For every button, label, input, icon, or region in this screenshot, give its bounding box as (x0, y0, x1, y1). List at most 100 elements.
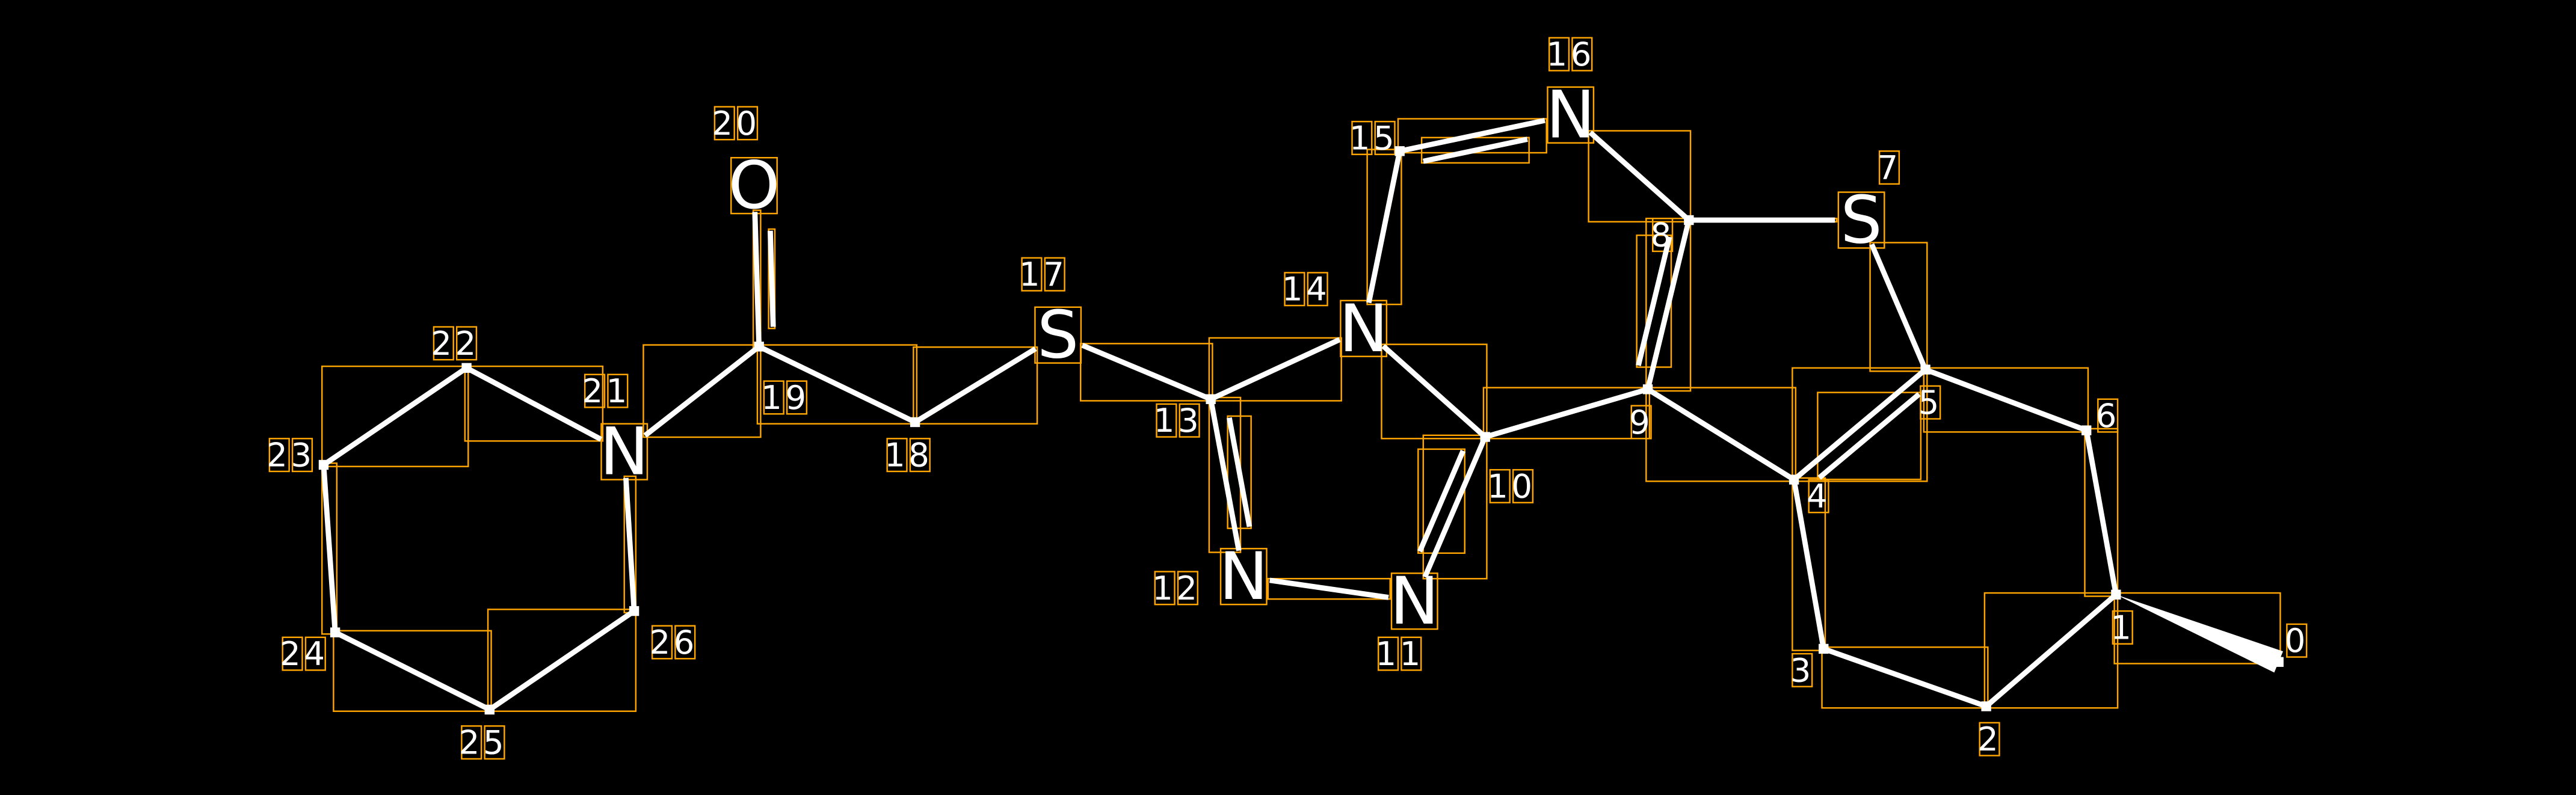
bounding-boxes (268, 37, 2308, 760)
atom-index-label: 25 (459, 723, 507, 762)
bond-bounding-box (1923, 367, 2089, 433)
bond-17-18 (913, 346, 1037, 425)
bond-5-6 (1924, 367, 2088, 433)
atom-11: N11 (1375, 563, 1439, 673)
atom-symbol: N (1219, 538, 1268, 615)
wedge-bond (2116, 594, 2284, 673)
bond-bounding-box (321, 365, 469, 467)
index-char-box (1979, 722, 2000, 757)
index-char-box (2112, 610, 2133, 645)
bond-line (757, 344, 916, 425)
atom-dot (1684, 215, 1694, 226)
index-char-box (304, 636, 326, 671)
atom-10: 10 (1480, 432, 1532, 505)
bond-bounding-box (768, 228, 776, 330)
atom-index-label: 14 (1282, 270, 1330, 308)
index-char-box (2286, 623, 2308, 658)
atom-index-label: 5 (1918, 383, 1943, 422)
atom-index-label: 19 (761, 378, 809, 417)
atom-3: 3 (1790, 643, 1829, 689)
bond-line (1588, 130, 1691, 223)
atom-dot (1642, 384, 1653, 394)
atom-index-label: 16 (1547, 35, 1595, 73)
bond-bounding-box (756, 344, 918, 425)
bond-bounding-box (1482, 387, 1651, 440)
bond-line (321, 464, 338, 633)
atom-dot (629, 606, 639, 616)
bond-11-12 (1269, 577, 1389, 600)
atom-index-label: 2 (1977, 720, 2001, 758)
atom-dot (2081, 425, 2092, 435)
index-char-box (763, 380, 784, 415)
atom-19: 19 (754, 342, 809, 417)
bond-line (1984, 592, 2118, 708)
atom-symbol: N (600, 414, 649, 490)
bond-line (1869, 243, 1928, 371)
index-char-box (433, 326, 454, 361)
bond-line (1646, 387, 1796, 482)
atom-index-label: 11 (1375, 634, 1423, 673)
index-char-box (1652, 218, 1674, 253)
bond-21-22 (465, 365, 603, 442)
bond-15-16 (1399, 117, 1545, 164)
bond-line-secondary (1422, 137, 1528, 164)
atom-dot (1789, 474, 1799, 485)
atom-dot (330, 627, 340, 637)
bond-23-24 (321, 464, 338, 633)
atom-dot (754, 342, 764, 352)
bond-line (1422, 435, 1488, 579)
atom-18: 18 (884, 417, 929, 474)
bond-line (1791, 479, 1826, 649)
atom-14: N14 (1282, 270, 1388, 367)
bond-bounding-box (1817, 391, 1922, 480)
atom-dot (318, 459, 329, 470)
bond-bounding-box (1381, 343, 1488, 440)
bond-bounding-box (1080, 343, 1213, 402)
index-char-box (1284, 272, 1305, 307)
atom-dot (1920, 364, 1930, 375)
bond-line (488, 609, 636, 712)
bond-line (1645, 219, 1692, 390)
index-char-box (1512, 468, 1534, 504)
bond-line-secondary (1417, 449, 1466, 553)
atom-index-label: 24 (280, 634, 328, 673)
bond-19-21 (643, 344, 761, 438)
atom-symbol: N (1546, 77, 1595, 153)
atom-index-label: 3 (1790, 651, 1814, 689)
bond-bounding-box (1417, 448, 1465, 554)
index-char-box (1878, 150, 1900, 185)
bond-8-9 (1636, 219, 1692, 390)
bond-bounding-box (1983, 592, 2119, 709)
atom-symbol: N (1339, 290, 1388, 367)
bond-bounding-box (2113, 592, 2281, 665)
bond-bounding-box (642, 344, 762, 438)
bond-bounding-box (1208, 337, 1342, 402)
bond-10-11 (1417, 435, 1488, 579)
bond-line (623, 477, 637, 612)
index-char-box (1154, 571, 1176, 606)
atom-symbol-box (1219, 548, 1268, 606)
bond-line (1924, 367, 2088, 433)
atom-index-label: 17 (1019, 255, 1067, 293)
index-char-box (786, 380, 808, 415)
atom-dot (2273, 657, 2284, 667)
index-char-box (1489, 468, 1511, 504)
bond-12-13 (1208, 398, 1253, 551)
bond-4-5 (1792, 367, 1927, 482)
bond-25-26 (488, 609, 636, 712)
bond-9-4 (1646, 387, 1796, 482)
bond-18-19 (757, 344, 916, 425)
atom-16: N 16 (1546, 35, 1595, 153)
bond-bounding-box (1869, 242, 1928, 372)
bonds (321, 117, 2284, 712)
bond-3-4 (1791, 479, 1826, 649)
bond-13-14 (1209, 337, 1341, 402)
atom-12: N12 (1152, 538, 1268, 615)
atom-index-label: 6 (2096, 396, 2120, 435)
bond-line-secondary (1227, 417, 1253, 527)
bond-5-7 (1869, 243, 1928, 371)
index-char-box (674, 625, 696, 660)
bond-bounding-box (487, 609, 637, 712)
index-char-box (651, 625, 673, 660)
